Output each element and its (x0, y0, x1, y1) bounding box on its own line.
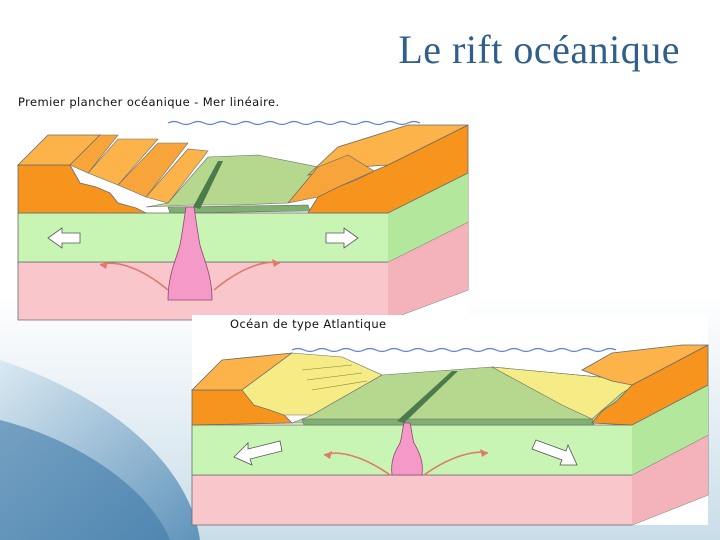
right-divergence-arrow (531, 439, 578, 466)
magma-plume (167, 206, 213, 301)
rift-block-diagram (17, 120, 469, 321)
left-divergence-arrow (47, 227, 81, 249)
magma-plume (391, 422, 423, 476)
right-divergence-arrow (325, 227, 359, 249)
figure-first-ocean-floor: Premier plancher océanique - Mer linéair… (17, 95, 469, 321)
continental-crust-right (591, 344, 709, 426)
figure-caption: Premier plancher océanique - Mer linéair… (18, 95, 280, 109)
slide-title: Le rift océanique (398, 27, 680, 72)
continental-crust-right (307, 124, 469, 214)
continental-crust-left (17, 164, 147, 214)
atlantic-block-diagram (191, 344, 709, 526)
left-divergence-arrow (233, 440, 283, 466)
figure-caption: Océan de type Atlantique (230, 317, 387, 331)
sea-surface (291, 347, 617, 353)
sea-surface (167, 120, 421, 126)
figure-atlantic-ocean: Océan de type Atlantique (191, 315, 709, 526)
